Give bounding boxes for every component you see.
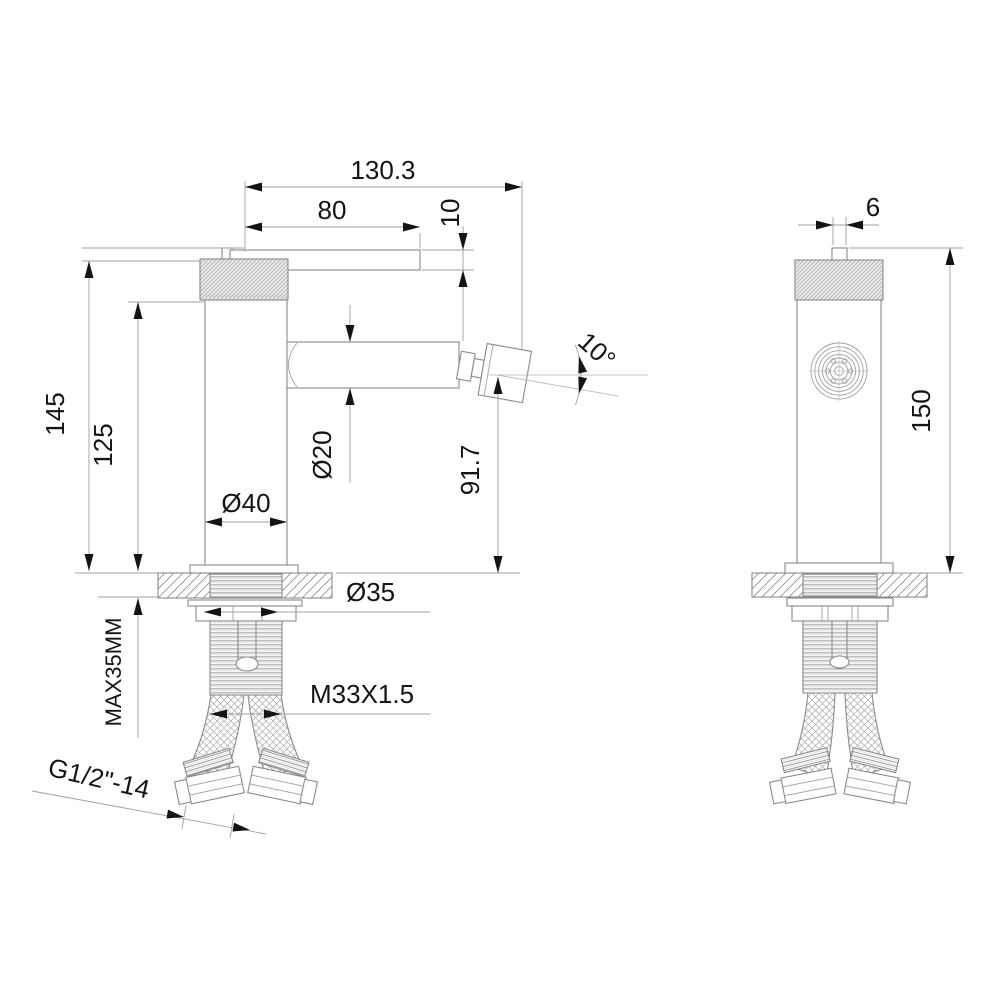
stud-dome-side: [829, 655, 850, 669]
dim-height-overall-side: 150: [849, 247, 963, 574]
dim-label-height-total: 145: [40, 392, 70, 435]
knurled-cap-side: [794, 259, 884, 301]
locknut-side: [791, 605, 889, 622]
side-view: 6 150: [751, 192, 963, 805]
hose-nut-right: [247, 765, 319, 806]
front-view-mounting: [157, 564, 333, 806]
hose-nut-left-side: [768, 767, 837, 805]
faucet-column-side: [796, 299, 882, 564]
dim-label-spout-height: 91.7: [455, 445, 485, 496]
hose-nut-right-side: [843, 767, 912, 805]
aerator-face: [809, 341, 869, 401]
washer: [187, 599, 303, 607]
hose-collar-left: [182, 747, 234, 778]
spout-tube: [286, 341, 460, 389]
stud-dome: [235, 656, 259, 672]
washer-side: [786, 597, 894, 607]
dim-height-body: 125: [88, 301, 204, 571]
spout-root-arc: [288, 342, 298, 388]
side-view-faucet-body: [794, 247, 884, 564]
dim-escutcheon-diameter: Ø35: [204, 577, 430, 617]
dim-handle-thickness: 10: [422, 199, 474, 341]
dim-spout-diameter: Ø20: [307, 305, 355, 483]
base-flange: [189, 564, 299, 574]
hose-collar-right-side: [849, 746, 900, 774]
dim-label-handle-thickness: 10: [435, 199, 465, 228]
dim-reach-total: 130.3: [244, 155, 523, 349]
dim-body-diameter: Ø40: [205, 488, 287, 527]
hose-collar-left-side: [780, 746, 831, 774]
dim-height-total: 145: [40, 247, 244, 574]
thread-through-counter-side: [802, 573, 878, 597]
fixing-stud-side: [831, 620, 848, 660]
hose-nut-left: [173, 765, 245, 806]
dim-handle-length: 80: [245, 195, 421, 248]
dim-label-escutcheon-diameter: Ø35: [346, 577, 395, 607]
fixing-stud: [237, 620, 257, 662]
dim-label-reach-total: 130.3: [350, 155, 415, 185]
knurled-cap: [199, 258, 289, 301]
dim-label-mounting-thread: M33X1.5: [310, 679, 414, 709]
dim-label-spout-diameter: Ø20: [307, 430, 337, 479]
base-flange-side: [784, 562, 894, 574]
dim-label-handle-top-width: 6: [866, 192, 880, 222]
dim-spout-height: 91.7: [336, 377, 520, 574]
dim-max-counter-thickness: MAX35MM: [98, 596, 158, 738]
dim-label-max-counter-thickness: MAX35MM: [101, 618, 126, 727]
front-view: 130.3 80 10 145: [31, 155, 648, 838]
thread-through-counter: [209, 573, 283, 598]
dim-handle-top-width: 6: [798, 192, 880, 245]
side-view-mounting: [751, 562, 928, 805]
dim-mounting-thread: M33X1.5: [210, 679, 430, 719]
hose-collar-right: [258, 747, 310, 778]
dim-label-body-diameter: Ø40: [221, 488, 270, 518]
aerator-tip: [455, 342, 533, 404]
dim-label-handle-length: 80: [318, 195, 347, 225]
dim-label-height-overall-side: 150: [906, 389, 936, 432]
dim-label-height-body: 125: [88, 423, 118, 466]
